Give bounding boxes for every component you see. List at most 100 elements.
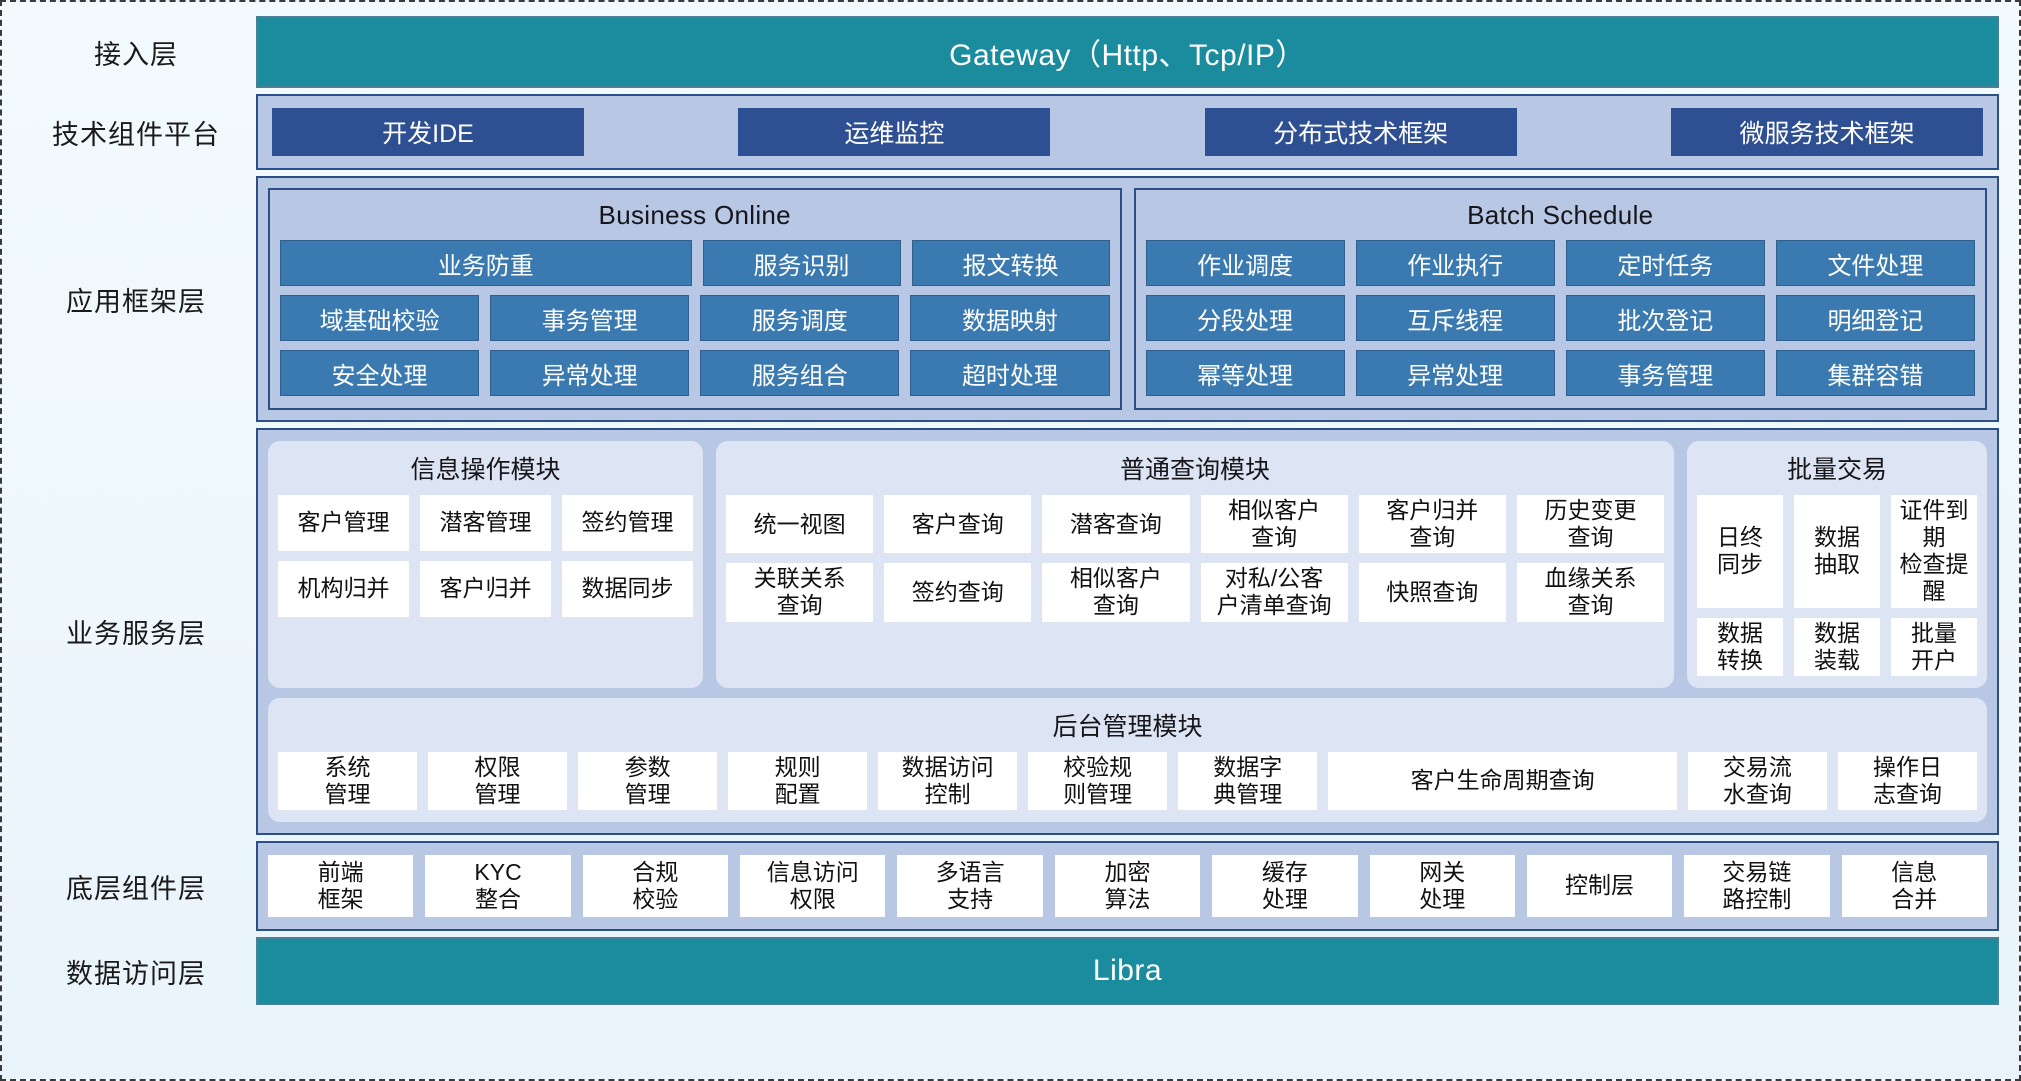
service-cell[interactable]: 客户查询 xyxy=(884,495,1032,554)
layer-label-app-framework: 应用框架层 xyxy=(66,286,206,317)
base-component-cell[interactable]: 控制层 xyxy=(1526,855,1673,917)
service-cell[interactable]: 批量 开户 xyxy=(1891,617,1977,676)
app-framework-chip[interactable]: 事务管理 xyxy=(490,295,690,341)
service-module: 普通查询模块统一视图客户查询潜客查询相似客户 查询客户归并 查询历史变更 查询关… xyxy=(716,441,1674,688)
service-cell[interactable]: 客户管理 xyxy=(278,495,409,551)
admin-module-cells: 系统 管理权限 管理参数 管理规则 配置数据访问 控制校验规 则管理数据字 典管… xyxy=(278,751,1977,810)
admin-cell[interactable]: 交易流 水查询 xyxy=(1687,751,1827,810)
service-cell[interactable]: 相似客户 查询 xyxy=(1200,495,1348,554)
admin-cell[interactable]: 规则 配置 xyxy=(728,751,868,810)
admin-cell[interactable]: 系统 管理 xyxy=(278,751,418,810)
admin-cell[interactable]: 参数 管理 xyxy=(578,751,718,810)
app-framework-chip[interactable]: 服务调度 xyxy=(700,295,900,341)
app-framework-chip[interactable]: 服务识别 xyxy=(702,240,901,286)
base-component-cell[interactable]: 前端 框架 xyxy=(268,855,414,917)
app-framework-chip[interactable]: 集群容错 xyxy=(1775,350,1975,396)
base-component-cell[interactable]: KYC 整合 xyxy=(425,855,571,917)
service-cell[interactable]: 客户归并 xyxy=(420,561,551,617)
base-component-cell[interactable]: 信息 合并 xyxy=(1841,855,1987,917)
app-framework-chip[interactable]: 异常处理 xyxy=(1355,350,1555,396)
service-cell[interactable]: 数据 抽取 xyxy=(1794,495,1880,608)
service-cell[interactable]: 数据 转换 xyxy=(1697,617,1783,676)
service-cell[interactable]: 潜客管理 xyxy=(420,495,551,551)
app-framework-group-title: Business Online xyxy=(598,200,791,230)
tech-chip-row: 开发IDE 运维监控 分布式技术框架 微服务技术框架 xyxy=(272,108,1983,156)
service-module-row: 日终 同步数据 抽取证件到期 检查提醒 xyxy=(1697,495,1977,608)
app-framework-chip[interactable]: 报文转换 xyxy=(911,240,1110,286)
admin-cell[interactable]: 校验规 则管理 xyxy=(1028,751,1168,810)
service-cell[interactable]: 数据同步 xyxy=(562,561,693,617)
business-service-modules: 信息操作模块客户管理潜客管理签约管理机构归并客户归并数据同步普通查询模块统一视图… xyxy=(268,441,1987,688)
app-framework-chip[interactable]: 安全处理 xyxy=(280,350,480,396)
service-cell[interactable]: 相似客户 查询 xyxy=(1042,563,1190,622)
service-cell[interactable]: 快照查询 xyxy=(1358,563,1506,622)
app-framework-chip[interactable]: 明细登记 xyxy=(1775,295,1975,341)
service-cell[interactable]: 证件到期 检查提醒 xyxy=(1891,495,1977,608)
base-component-cell[interactable]: 合规 校验 xyxy=(582,855,729,917)
admin-module-title: 后台管理模块 xyxy=(1052,712,1203,741)
app-framework-grid-row: 业务防重服务识别报文转换 xyxy=(280,240,1110,286)
service-cell[interactable]: 签约管理 xyxy=(562,495,693,551)
app-framework-chip[interactable]: 超时处理 xyxy=(910,350,1110,396)
base-component-cell[interactable]: 多语言 支持 xyxy=(897,855,1043,917)
service-cell[interactable]: 日终 同步 xyxy=(1697,495,1783,608)
app-framework-chip[interactable]: 数据映射 xyxy=(910,295,1110,341)
admin-module-row: 系统 管理权限 管理参数 管理规则 配置数据访问 控制校验规 则管理数据字 典管… xyxy=(278,751,1977,810)
app-framework-chip[interactable]: 分段处理 xyxy=(1145,295,1345,341)
gateway-bar: Gateway（Http、Tcp/IP） xyxy=(256,16,1999,88)
service-cell[interactable]: 客户归并 查询 xyxy=(1358,495,1506,554)
app-framework-chip[interactable]: 定时任务 xyxy=(1565,240,1765,286)
service-module-row: 统一视图客户查询潜客查询相似客户 查询客户归并 查询历史变更 查询 xyxy=(726,495,1665,554)
business-service-container: 信息操作模块客户管理潜客管理签约管理机构归并客户归并数据同步普通查询模块统一视图… xyxy=(256,428,1999,835)
app-framework-chip[interactable]: 作业调度 xyxy=(1145,240,1345,286)
admin-cell[interactable]: 操作日 志查询 xyxy=(1837,751,1977,810)
app-framework-chip[interactable]: 业务防重 xyxy=(280,240,692,286)
service-module-rows: 客户管理潜客管理签约管理机构归并客户归并数据同步 xyxy=(278,495,693,617)
admin-cell[interactable]: 权限 管理 xyxy=(428,751,568,810)
service-module-title: 批量交易 xyxy=(1786,456,1887,484)
base-component-cell[interactable]: 加密 算法 xyxy=(1054,855,1201,917)
service-cell[interactable]: 潜客查询 xyxy=(1042,495,1190,554)
service-module-row: 客户管理潜客管理签约管理 xyxy=(278,495,693,551)
app-framework-chip[interactable]: 作业执行 xyxy=(1355,240,1555,286)
base-component-cell[interactable]: 信息访问 权限 xyxy=(740,855,886,917)
service-cell[interactable]: 签约查询 xyxy=(884,563,1032,622)
service-cell[interactable]: 关联关系 查询 xyxy=(726,563,874,622)
app-framework-chip[interactable]: 服务组合 xyxy=(700,350,900,396)
layer-label-base-components: 底层组件层 xyxy=(66,873,206,904)
app-framework-chip[interactable]: 幂等处理 xyxy=(1145,350,1345,396)
service-cell[interactable]: 历史变更 查询 xyxy=(1516,495,1665,554)
base-component-cell[interactable]: 交易链 路控制 xyxy=(1684,855,1830,917)
app-framework-grid-row: 作业调度作业执行定时任务文件处理 xyxy=(1145,240,1975,286)
app-framework-chip[interactable]: 事务管理 xyxy=(1565,350,1765,396)
app-framework-chip[interactable]: 批次登记 xyxy=(1565,295,1765,341)
app-framework-chip[interactable]: 异常处理 xyxy=(490,350,690,396)
admin-cell[interactable]: 数据访问 控制 xyxy=(878,751,1018,810)
service-cell[interactable]: 机构归并 xyxy=(278,561,409,617)
base-component-cell[interactable]: 缓存 处理 xyxy=(1212,855,1358,917)
app-framework-chip[interactable]: 互斥线程 xyxy=(1355,295,1555,341)
tech-chip[interactable]: 分布式技术框架 xyxy=(1204,108,1517,156)
admin-cell[interactable]: 客户生命周期查询 xyxy=(1328,751,1677,810)
app-framework-chip[interactable]: 文件处理 xyxy=(1775,240,1975,286)
service-module-rows: 日终 同步数据 抽取证件到期 检查提醒数据 转换数据 装载批量 开户 xyxy=(1697,495,1977,676)
app-framework-grid-row: 幂等处理异常处理事务管理集群容错 xyxy=(1145,350,1975,396)
service-cell[interactable]: 统一视图 xyxy=(726,495,874,554)
service-cell[interactable]: 数据 装载 xyxy=(1794,617,1880,676)
tech-chip[interactable]: 微服务技术框架 xyxy=(1670,108,1983,156)
service-cell[interactable]: 对私/公客 户清单查询 xyxy=(1200,563,1348,622)
tech-chip[interactable]: 开发IDE xyxy=(272,108,584,156)
service-module-row: 数据 转换数据 装载批量 开户 xyxy=(1697,617,1977,676)
admin-cell[interactable]: 数据字 典管理 xyxy=(1178,751,1318,810)
tech-chip[interactable]: 运维监控 xyxy=(738,108,1051,156)
base-component-cell[interactable]: 网关 处理 xyxy=(1369,855,1515,917)
app-framework-chip[interactable]: 域基础校验 xyxy=(280,295,480,341)
service-cell[interactable]: 血缘关系 查询 xyxy=(1516,563,1665,622)
